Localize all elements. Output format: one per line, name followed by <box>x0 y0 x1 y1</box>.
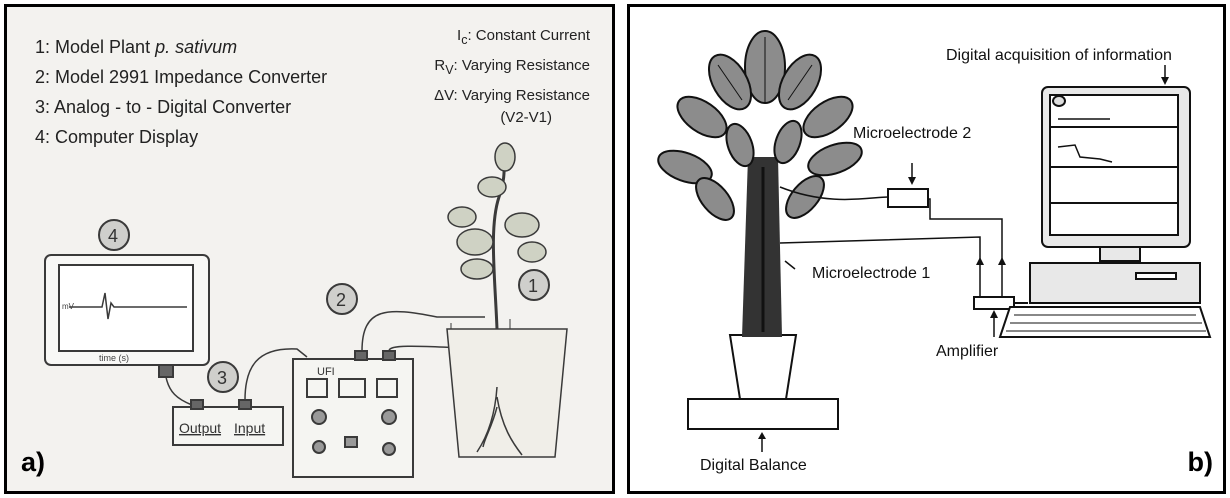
symbol-dv: ΔV: Varying Resistance <box>434 87 590 104</box>
adc-box <box>172 399 284 446</box>
electrode2-wire <box>779 186 889 201</box>
adc-input-label: Input <box>234 420 265 436</box>
panel-b-schematic: Digital acquisition of information Micro… <box>627 4 1226 494</box>
label-digital-balance: Digital Balance <box>700 457 807 474</box>
wire-top <box>361 310 485 352</box>
legend-item-3: 3: Analog - to - Digital Converter <box>35 97 292 117</box>
computer-display <box>44 254 210 378</box>
adc-cable <box>244 348 308 401</box>
monitor-xlabel: time (s) <box>99 353 129 363</box>
electrode1-wire <box>779 236 981 302</box>
sketch-drawing: time (s) mV Output Input UFI <box>44 142 568 478</box>
label-amplifier: Amplifier <box>936 343 999 360</box>
symbol-ic: Ic: Constant Current <box>457 27 590 47</box>
symbol-rv: RV: Varying Resistance <box>434 57 590 77</box>
display-cable <box>165 376 193 406</box>
digital-balance <box>687 398 839 430</box>
computer <box>998 86 1212 338</box>
symbol-dv-formula: (V2-V1) <box>500 109 552 126</box>
number-4: 4 <box>108 226 118 246</box>
panel-b-tag: b) <box>1187 447 1213 477</box>
label-acquisition: Digital acquisition of information <box>946 47 1172 64</box>
number-circles <box>98 219 550 393</box>
plant-p-sativum <box>446 142 568 458</box>
impedance-converter <box>292 350 414 478</box>
plant-pot <box>728 334 798 400</box>
legend-item-4: 4: Computer Display <box>35 127 199 147</box>
panel-a-sketch: time (s) mV Output Input UFI <box>4 4 615 494</box>
device-label: UFI <box>317 366 335 378</box>
schematic-drawing <box>657 30 1212 452</box>
label-microelectrode-1: Microelectrode 1 <box>812 265 931 282</box>
legend-item-1: 1: Model Plant p. sativum <box>35 37 238 57</box>
plant-leaves <box>657 30 863 221</box>
panel-a-tag: a) <box>21 447 46 477</box>
number-1: 1 <box>528 276 538 296</box>
number-3: 3 <box>217 368 227 388</box>
amplifier <box>973 296 1015 310</box>
adc-output-label: Output <box>179 420 221 436</box>
label-microelectrode-2: Microelectrode 2 <box>853 125 972 142</box>
monitor-ylabel: mV <box>62 302 75 311</box>
number-2: 2 <box>336 290 346 310</box>
microelectrode-2 <box>887 188 929 208</box>
legend-item-2: 2: Model 2991 Impedance Converter <box>35 67 328 87</box>
